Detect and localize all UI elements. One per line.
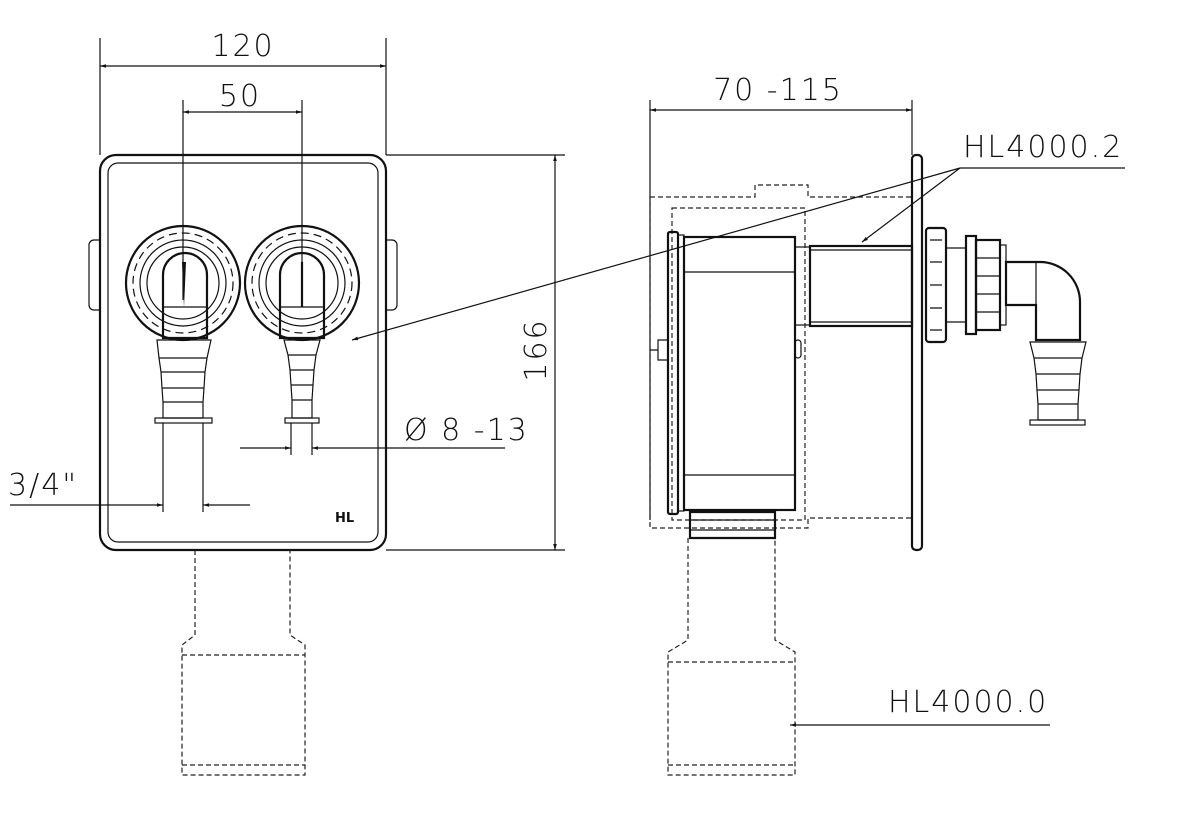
dim-hose-diameter: Ø 8 -13 bbox=[240, 413, 529, 450]
lock-nut bbox=[924, 226, 966, 344]
dim-width-120: 120 bbox=[99, 29, 387, 155]
drain-pipe-side bbox=[667, 538, 796, 776]
side-view: 70 -115 bbox=[351, 73, 1125, 776]
elbow-outlet bbox=[1004, 260, 1087, 426]
dim-depth: 70 -115 bbox=[649, 73, 913, 520]
leader-hl4000-2: HL4000.2 bbox=[351, 130, 1125, 341]
wall-flange bbox=[910, 153, 924, 552]
dim-height-166: 166 bbox=[386, 154, 565, 551]
front-view: 120 50 166 HL bbox=[8, 29, 565, 776]
valve-left bbox=[124, 224, 242, 512]
install-box-dashed bbox=[649, 184, 913, 529]
dim-label-50: 50 bbox=[219, 79, 261, 114]
dim-label-120: 120 bbox=[211, 29, 274, 64]
dim-spacing-50: 50 bbox=[182, 79, 303, 300]
dim-label-thread: 3/4" bbox=[8, 468, 78, 503]
wall-box: HL bbox=[88, 153, 398, 552]
union-fitting bbox=[964, 234, 1007, 336]
connection-pipe bbox=[794, 244, 914, 328]
brand-mark: HL bbox=[335, 511, 354, 526]
valve-right bbox=[243, 224, 361, 455]
leader-hl4000-0: HL4000.0 bbox=[790, 685, 1050, 727]
dim-label-hose: Ø 8 -13 bbox=[404, 413, 529, 448]
part-label-hl4000-2: HL4000.2 bbox=[963, 130, 1123, 165]
drain-pipe-front bbox=[181, 550, 306, 776]
dim-label-depth: 70 -115 bbox=[713, 73, 843, 108]
siphon-body bbox=[650, 230, 802, 540]
dim-thread: 3/4" bbox=[8, 468, 250, 507]
dim-label-166: 166 bbox=[519, 318, 554, 381]
part-label-hl4000-0: HL4000.0 bbox=[888, 685, 1048, 720]
